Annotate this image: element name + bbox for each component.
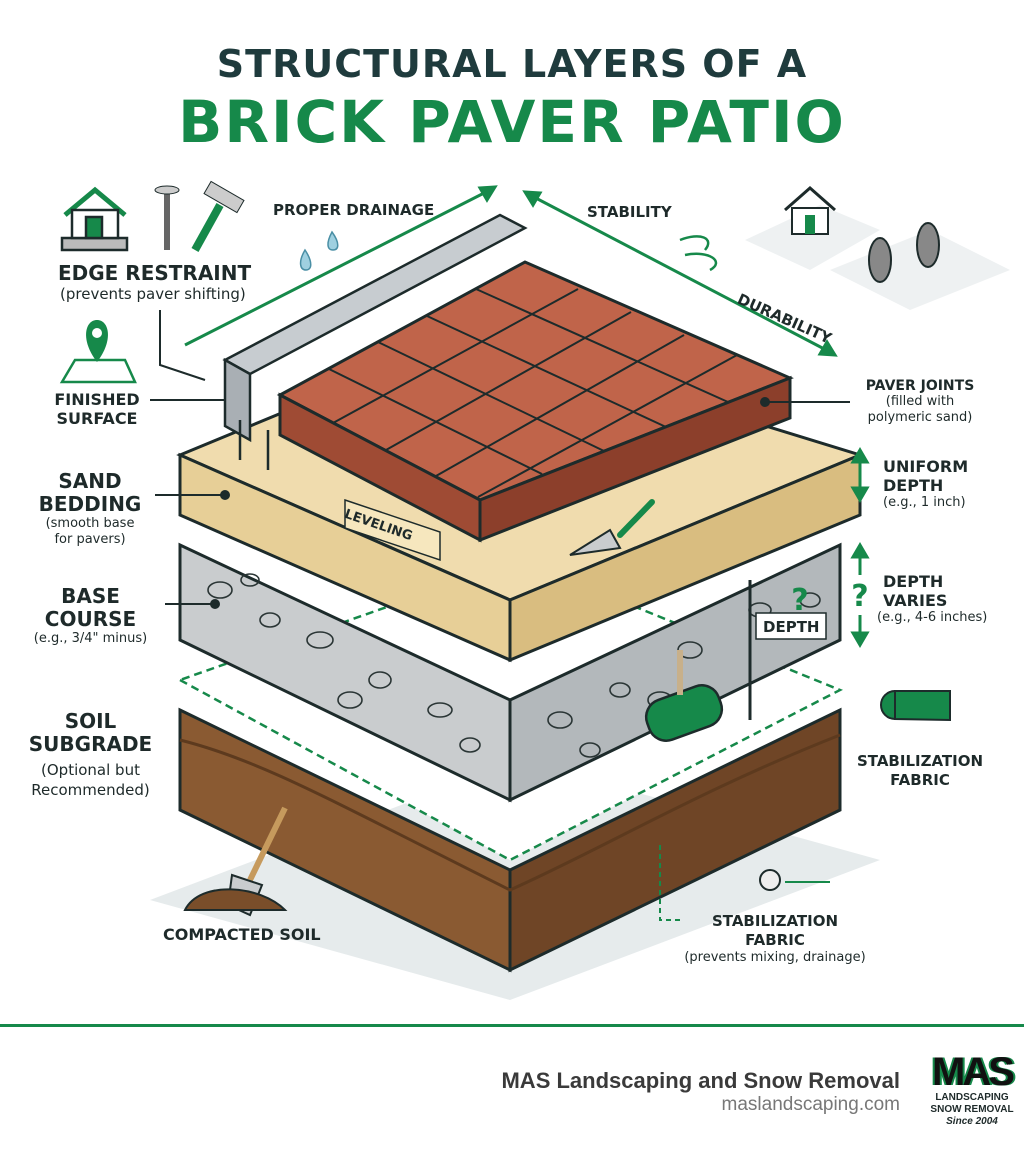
soil-subgrade-note2: Recommended) [31,781,150,799]
title-line-2: BRICK PAVER PATIO [178,88,846,156]
soil-subgrade-line2: SUBGRADE [28,732,153,756]
sand-bedding-line1: SAND [58,469,122,493]
trowel-icon [569,528,622,556]
stability-durability-arrow [529,193,831,354]
question-mark-icon: ? [851,579,868,614]
house-small-icon [745,186,880,270]
nail-icon [154,185,180,250]
edge-restraint [222,213,528,470]
soil-subgrade-line1: SOIL [64,709,117,733]
shovel-icon [183,806,288,917]
proper-drainage-label: PROPER DRAINAGE [273,201,435,219]
soil-subgrade-note1: (Optional but [41,761,140,779]
sand-bedding-line2: BEDDING [38,492,142,516]
footer-divider [0,1024,1024,1027]
title-line-1: STRUCTURAL LAYERS OF A [216,42,808,86]
company-url[interactable]: maslandscaping.com [721,1094,900,1115]
fabric-roll-icon [880,690,951,722]
depth-tag: DEPTH [763,618,820,636]
sand-bedding-note1: (smooth base [45,516,135,531]
sand-bedding-note2: for pavers) [54,532,126,547]
paver-layer [276,260,794,543]
stability-label: STABILITY [587,203,672,221]
compacted-soil-label: COMPACTED SOIL [163,925,321,944]
uniform-depth-note: (e.g., 1 inch) [883,495,966,510]
depth-varies-line1: DEPTH [883,572,944,591]
stabilization-fabric-bottom-label: STABILIZATION FABRIC [711,912,839,949]
paver-joints-label: PAVER JOINTS [865,378,975,394]
edge-restraint-note: (prevents paver shifting) [60,285,246,303]
edge-restraint-leader [159,310,206,381]
paver-joints-note1: (filled with [885,394,955,409]
water-drops-icon [299,230,339,271]
company-name: MAS Landscaping and Snow Removal [501,1068,900,1093]
fabric-roll-small-icon [759,869,830,891]
company-logo: MAS LANDSCAPING SNOW REMOVAL Since 2004 [930,1050,1015,1127]
footprints-icon [830,222,1010,310]
layer-diagram: ? [59,180,1010,1000]
depth-varies-note: (e.g., 4-6 inches) [877,610,988,625]
base-course-note: (e.g., 3/4" minus) [33,631,148,646]
edge-restraint-label: EDGE RESTRAINT [58,261,252,285]
uniform-depth-line2: DEPTH [883,476,944,495]
leveling-tag [344,498,441,562]
fabric-bottom-leader [659,845,680,921]
stabilization-fabric-bottom-note: (prevents mixing, drainage) [684,950,866,965]
paver-joints-note2: polymeric sand) [867,410,973,425]
stabilization-fabric-line1: STABILIZATION [856,752,984,770]
depth-varies-line2: VARIES [883,591,948,610]
wind-icon [679,235,718,272]
finished-surface-line2: SURFACE [56,409,138,428]
stabilization-fabric-line2: FABRIC [890,771,950,789]
roller-icon [644,650,724,742]
map-pin-icon [59,320,137,384]
soil-layer [178,707,842,973]
base-course-line1: BASE [61,584,120,608]
base-course-line2: COURSE [44,607,137,631]
question-mark-icon: ? [791,583,808,618]
uniform-depth-line1: UNIFORM [883,457,969,476]
house-icon [60,186,129,252]
drainage-arrow [184,188,491,347]
hammer-icon [191,180,245,252]
finished-surface-line1: FINISHED [54,390,140,409]
base-course-layer: ? [178,542,842,803]
